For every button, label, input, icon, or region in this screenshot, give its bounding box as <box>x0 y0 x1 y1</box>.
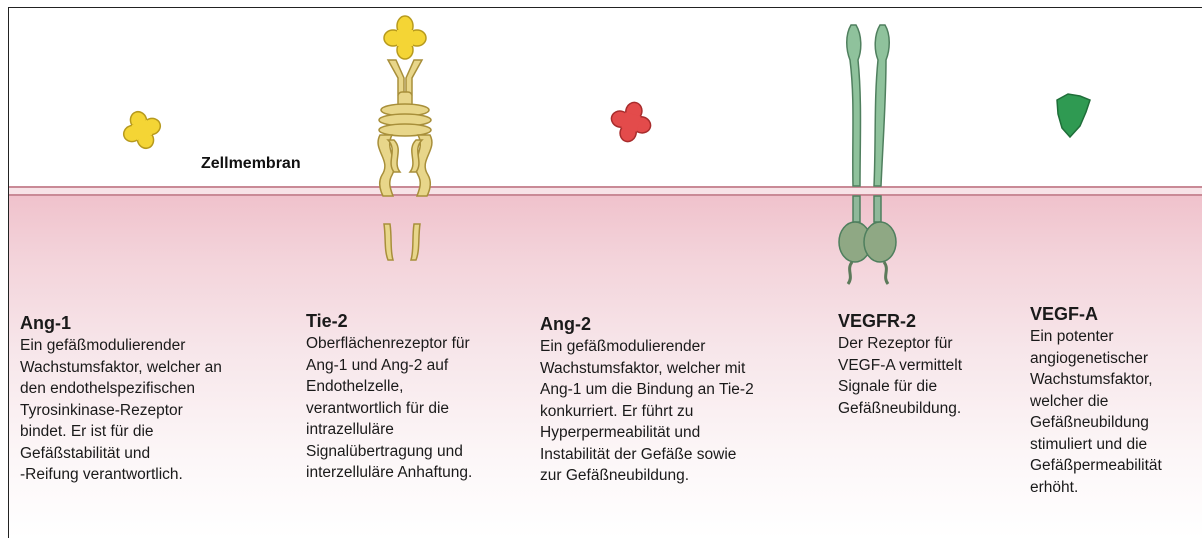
vegfa-text-line: Wachstumsfaktor, <box>1030 369 1162 391</box>
vegfr2-text-line: Der Rezeptor für <box>838 333 962 355</box>
membrane-label: Zellmembran <box>201 155 301 173</box>
vegfa-text-line: angiogenetischer <box>1030 348 1162 370</box>
ang2-text-line: konkurriert. Er führt zu <box>540 401 754 423</box>
ang2-text-line: zur Gefäßneubildung. <box>540 465 754 487</box>
vegfa-text-line: Gefäßneubildung <box>1030 412 1162 434</box>
vegfa-text-line: stimuliert und die <box>1030 434 1162 456</box>
ang1-text-line: Tyrosinkinase-Rezeptor <box>20 400 222 422</box>
vegfr2-text-line: VEGF-A vermittelt <box>838 355 962 377</box>
tie2-text-line: Ang-1 und Ang-2 auf <box>306 355 472 377</box>
tie2-text-line: interzelluläre Anhaftung. <box>306 462 472 484</box>
ang2-description: Ang-2 Ein gefäßmodulierender Wachstumsfa… <box>540 312 754 487</box>
ang1-text-line: Wachstumsfaktor, welcher an <box>20 357 222 379</box>
vegfr2-title: VEGFR-2 <box>838 309 962 333</box>
vegfa-text-line: Gefäßpermeabilität <box>1030 455 1162 477</box>
ang1-text-line: den endothelspezifischen <box>20 378 222 400</box>
ang2-text-line: Ein gefäßmodulierender <box>540 336 754 358</box>
ang2-title: Ang-2 <box>540 312 754 336</box>
vegfr2-receptor-icon <box>839 25 896 284</box>
tie2-receptor-icon <box>378 16 432 260</box>
vegfa-text-line: Ein potenter <box>1030 326 1162 348</box>
ang2-text-line: Wachstumsfaktor, welcher mit <box>540 358 754 380</box>
ang1-text-line: -Reifung verantwortlich. <box>20 464 222 486</box>
vegfr2-text-line: Signale für die <box>838 376 962 398</box>
tie2-description: Tie-2 Oberflächenrezeptor für Ang-1 und … <box>306 309 472 484</box>
vegfa-description: VEGF-A Ein potenter angiogenetischer Wac… <box>1030 302 1162 498</box>
ang1-title: Ang-1 <box>20 311 222 335</box>
ang2-text-line: Ang-1 um die Bindung an Tie-2 <box>540 379 754 401</box>
ang2-text-line: Instabilität der Gefäße sowie <box>540 444 754 466</box>
ang2-ligand-icon <box>607 98 656 147</box>
ang1-text-line: bindet. Er ist für die <box>20 421 222 443</box>
vegfa-text-line: welcher die <box>1030 391 1162 413</box>
tie2-title: Tie-2 <box>306 309 472 333</box>
vegfa-title: VEGF-A <box>1030 302 1162 326</box>
vegfr2-text-line: Gefäßneubildung. <box>838 398 962 420</box>
ang2-text-line: Hyperpermeabilität und <box>540 422 754 444</box>
tie2-text-line: verantwortlich für die <box>306 398 472 420</box>
tie2-text-line: Endothelzelle, <box>306 376 472 398</box>
vegfr2-description: VEGFR-2 Der Rezeptor für VEGF-A vermitte… <box>838 309 962 419</box>
tie2-text-line: Signalübertragung und <box>306 441 472 463</box>
vegfa-ligand-icon <box>1057 94 1090 137</box>
tie2-text-line: intrazelluläre <box>306 419 472 441</box>
ang1-description: Ang-1 Ein gefäßmodulierender Wachstumsfa… <box>20 311 222 486</box>
ang1-text-line: Ein gefäßmodulierender <box>20 335 222 357</box>
tie2-text-line: Oberflächenrezeptor für <box>306 333 472 355</box>
ang1-text-line: Gefäßstabilität und <box>20 443 222 465</box>
vegfa-text-line: erhöht. <box>1030 477 1162 499</box>
ang1-ligand-icon <box>118 106 167 155</box>
